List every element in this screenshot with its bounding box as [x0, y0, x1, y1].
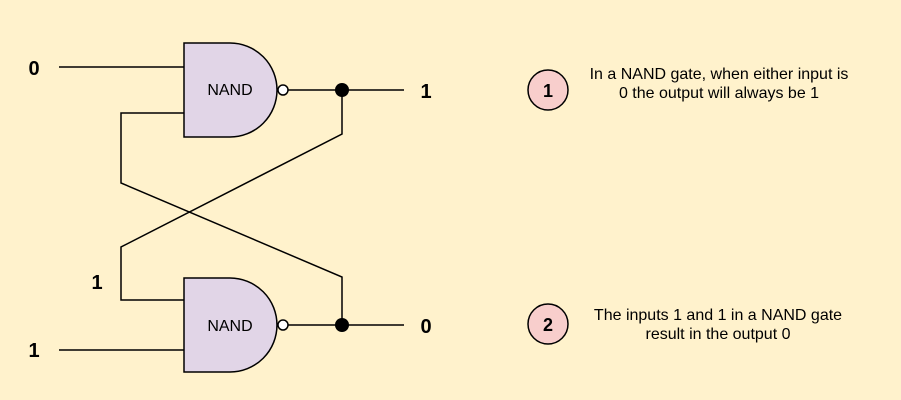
top-junction-dot: [335, 83, 349, 97]
bottom-nand-gate: [183, 277, 278, 373]
top-inversion-bubble: [277, 84, 289, 96]
bottom-output-value: 0: [420, 316, 431, 338]
bottom-junction-dot: [335, 318, 349, 332]
note-text-2: The inputs 1 and 1 in a NAND gate result…: [593, 307, 843, 343]
note-badge-1: [527, 69, 569, 111]
bottom-input-value: 1: [28, 340, 39, 362]
feedback-input-value: 1: [91, 272, 102, 294]
feedback-wire-to-bottom-output: [120, 112, 343, 325]
feedback-wire-to-top-output: [120, 90, 343, 301]
top-nand-gate: [183, 42, 278, 138]
note-badge-2-number: 2: [543, 315, 553, 335]
bottom-gate-label: NAND: [207, 318, 252, 335]
top-output-value: 1: [420, 81, 431, 103]
note-badge-1-number: 1: [543, 81, 553, 101]
note-badge-2: [527, 303, 569, 345]
top-gate-label: NAND: [207, 82, 252, 99]
note-text-1: In a NAND gate, when either input is 0 t…: [589, 66, 849, 102]
top-input-value: 0: [28, 58, 39, 80]
bottom-inversion-bubble: [277, 319, 289, 331]
